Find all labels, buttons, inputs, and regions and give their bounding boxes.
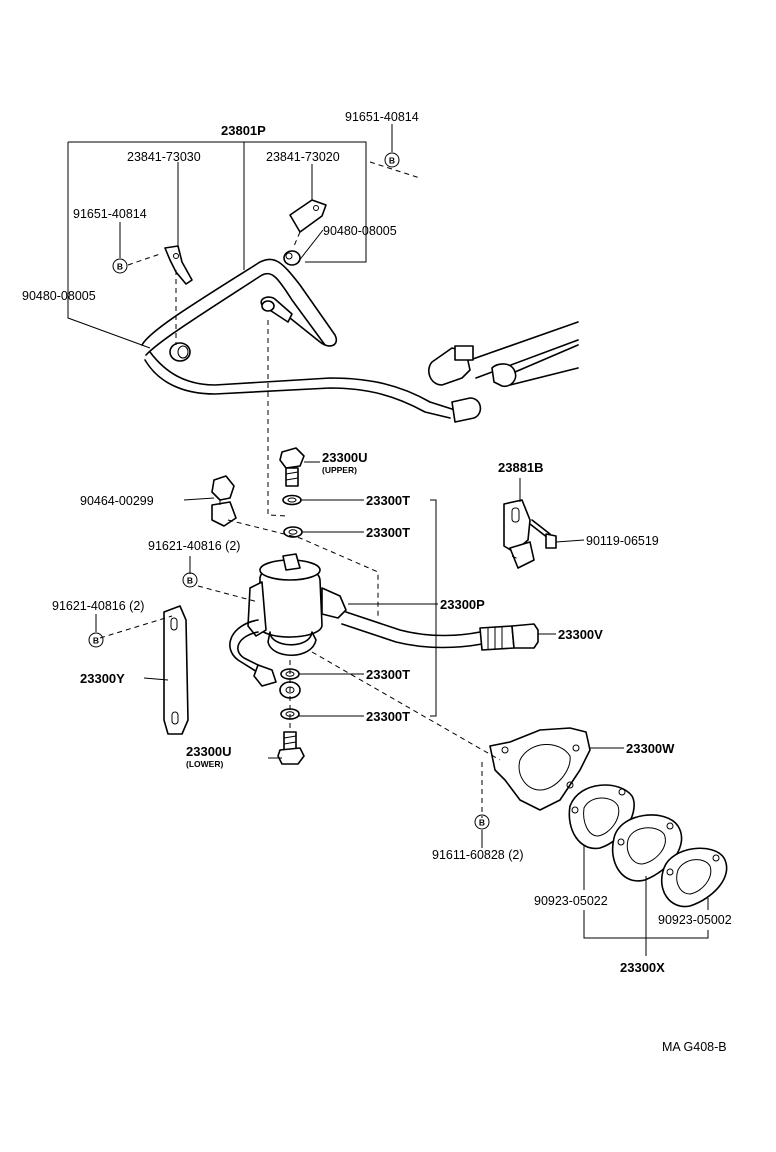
assembly-line: [197, 585, 259, 603]
clip-90464-00299[interactable]: [211, 475, 237, 527]
figure-reference-code: MA G408-B: [662, 1040, 727, 1054]
label-90119-06519: 90119-06519: [586, 534, 659, 548]
leader-90464: [183, 497, 215, 501]
label-23841-73020: 23841-73020: [266, 150, 340, 164]
label-91651-40814-top: 91651-40814: [345, 110, 419, 124]
assembly-line: [127, 253, 161, 266]
engine-fuel-connection: [428, 321, 579, 388]
grommet-90480-left[interactable]: [169, 342, 191, 362]
svg-text:B: B: [93, 636, 99, 646]
clamp-23841-73020[interactable]: [289, 199, 327, 233]
assembly-line: [293, 231, 301, 247]
label-23881B: 23881B: [498, 460, 544, 475]
leader-90119: [555, 539, 585, 543]
leader-23801P-left: [67, 142, 151, 349]
label-90923-05022: 90923-05022: [534, 894, 608, 908]
gasket-90923-05002[interactable]: [660, 847, 728, 908]
gasket-23300T-2[interactable]: [283, 526, 303, 538]
label-90464-00299: 90464-00299: [80, 494, 154, 508]
bolt-marker-91621-b: B: [88, 632, 104, 648]
svg-text:B: B: [479, 818, 485, 828]
clamp-23841-73030[interactable]: [164, 245, 193, 285]
svg-text:B: B: [389, 156, 395, 166]
leader-23300T-group: [430, 499, 437, 717]
label-91611-60828: 91611-60828 (2): [432, 848, 524, 862]
fuel-hose-23300V[interactable]: [341, 611, 539, 651]
label-90480-08005-left: 90480-08005: [22, 289, 96, 303]
label-23300T-3: 23300T: [366, 667, 410, 682]
bolt-marker-91651-left: B: [112, 258, 128, 274]
label-23300T-2: 23300T: [366, 525, 410, 540]
label-90480-08005-right: 90480-08005: [323, 224, 397, 238]
label-90923-05002: 90923-05002: [658, 913, 732, 927]
label-23300Y: 23300Y: [80, 671, 125, 686]
label-23801P: 23801P: [221, 123, 266, 138]
bolt-90119-06519[interactable]: [529, 519, 557, 549]
assembly-line: [267, 320, 289, 517]
grommet-90480-right[interactable]: [283, 250, 301, 266]
label-23300T-4: 23300T: [366, 709, 410, 724]
label-23300T-1: 23300T: [366, 493, 410, 508]
label-23300U-upper-note: (UPPER): [322, 465, 357, 475]
assembly-line: [99, 615, 173, 639]
label-23300U-upper: 23300U: [322, 450, 368, 465]
gasket-23300T-1[interactable]: [282, 494, 302, 506]
bracket-23881B[interactable]: [503, 499, 535, 569]
label-23841-73030: 23841-73030: [127, 150, 201, 164]
assembly-line: [511, 555, 521, 561]
label-23300U-lower: 23300U: [186, 744, 232, 759]
bolt-marker-91621-a: B: [182, 572, 198, 588]
bolt-23300U-upper[interactable]: [279, 447, 305, 487]
label-23300W: 23300W: [626, 741, 675, 756]
leader-23801P: [68, 141, 367, 263]
svg-text:B: B: [187, 576, 193, 586]
assembly-line: [311, 651, 501, 761]
svg-text:B: B: [117, 262, 123, 272]
label-23300P: 23300P: [440, 597, 485, 612]
bracket-23300Y[interactable]: [163, 605, 189, 735]
label-91621-40816-b: 91621-40816 (2): [52, 599, 144, 613]
bolt-marker-91651-top: B: [384, 152, 400, 168]
bolt-marker-91611: B: [474, 814, 490, 830]
leader-23300Y: [143, 677, 169, 681]
bracket-23300W[interactable]: [489, 727, 591, 811]
fuel-filter-23300P[interactable]: [247, 553, 347, 656]
label-23300V: 23300V: [558, 627, 603, 642]
fuel-pipe-23801P[interactable]: [141, 258, 482, 423]
label-23300U-lower-note: (LOWER): [186, 759, 223, 769]
leader-90480-right: [297, 229, 324, 263]
bolt-23300U-lower[interactable]: [277, 731, 305, 765]
label-91651-40814-left: 91651-40814: [73, 207, 147, 221]
label-23300X: 23300X: [620, 960, 665, 975]
assembly-line: [227, 519, 379, 618]
label-91621-40816-a: 91621-40816 (2): [148, 539, 240, 553]
